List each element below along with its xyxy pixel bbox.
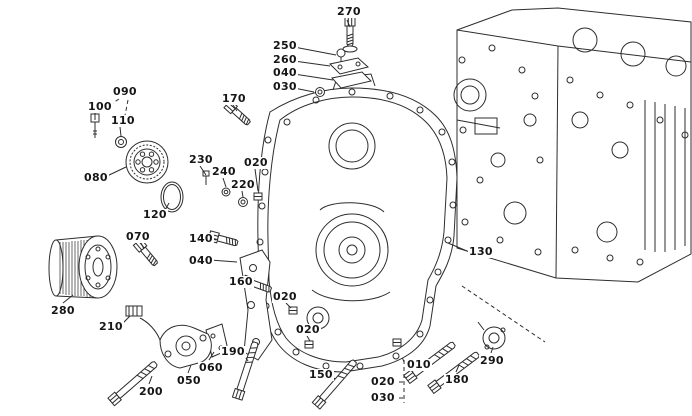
callout-130: 130 (468, 245, 494, 258)
callout-020-c: 020 (295, 323, 321, 336)
callout-280: 280 (50, 304, 76, 317)
callout-230: 230 (188, 153, 214, 166)
pulley-080-drawing (125, 140, 169, 184)
callout-040-a: 040 (272, 66, 298, 79)
callout-020-d: 020 (370, 375, 396, 388)
callout-240: 240 (211, 165, 237, 178)
callout-220: 220 (230, 178, 256, 191)
plug-020-b-drawing (288, 306, 298, 315)
joint-030-drawing (315, 87, 325, 97)
bolt-200-drawing (107, 358, 160, 407)
oil-filter-280-drawing (48, 235, 118, 299)
stud-230-drawing (202, 170, 210, 185)
callout-160: 160 (228, 275, 254, 288)
callout-090: 090 (112, 85, 138, 98)
callout-040-b: 040 (188, 254, 214, 267)
oring-120-drawing (160, 181, 184, 213)
callout-290: 290 (479, 354, 505, 367)
bracket-260-drawing (328, 57, 370, 75)
callout-030-b: 030 (370, 391, 396, 404)
callout-270: 270 (336, 5, 362, 18)
gasket-040-top-drawing (331, 71, 372, 89)
callout-070: 070 (125, 230, 151, 243)
pump-290-drawing (477, 321, 506, 350)
callout-210: 210 (98, 320, 124, 333)
callout-110: 110 (110, 114, 136, 127)
callout-060: 060 (198, 361, 224, 374)
plug-020-c-drawing (304, 340, 314, 349)
washer-110-drawing (115, 136, 127, 148)
callout-120: 120 (142, 208, 168, 221)
nipple-210-drawing (125, 305, 143, 317)
plug-220-drawing (238, 197, 248, 207)
adapter-050-drawing (139, 317, 212, 369)
callout-190: 190 (220, 345, 246, 358)
bolt-270-drawing (342, 16, 358, 53)
callout-020-a: 020 (243, 156, 269, 169)
callout-200: 200 (138, 385, 164, 398)
callout-260: 260 (272, 53, 298, 66)
washer-240-drawing (221, 187, 231, 197)
bolt-070-drawing (132, 238, 161, 269)
callout-050: 050 (176, 374, 202, 387)
callout-030-a: 030 (272, 80, 298, 93)
sensor-250-drawing (336, 48, 346, 65)
callout-180: 180 (444, 373, 470, 386)
plug-020-d-drawing (392, 338, 402, 347)
cover-130-drawing (256, 73, 458, 373)
callout-100: 100 (87, 100, 113, 113)
callout-140: 140 (188, 232, 214, 245)
engine-block-drawing (453, 7, 692, 283)
callout-250: 250 (272, 39, 298, 52)
plug-020-a-drawing (253, 192, 263, 201)
callout-150: 150 (308, 368, 334, 381)
callout-170: 170 (221, 92, 247, 105)
callout-020-b: 020 (272, 290, 298, 303)
callout-080: 080 (83, 171, 109, 184)
callout-010: 010 (406, 358, 432, 371)
